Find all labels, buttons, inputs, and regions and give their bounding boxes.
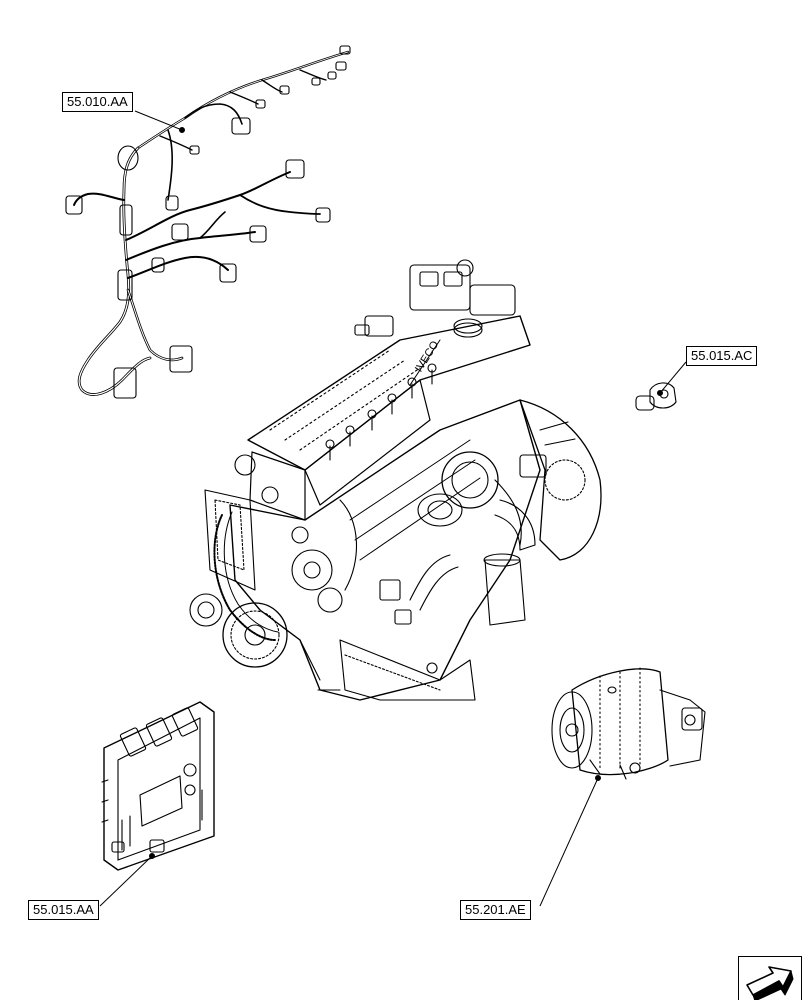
leader-line-ecu (99, 855, 153, 907)
callout-ecu[interactable]: 55.015.AA (28, 900, 99, 920)
svg-text:IVECO: IVECO (413, 339, 442, 375)
engine-assembly-drawing: IVECO (189, 259, 602, 701)
next-page-arrow-icon (746, 966, 794, 1000)
leader-dot-ecu (149, 853, 155, 859)
leader-dot-sensor (657, 390, 663, 396)
leader-line-harness (134, 110, 183, 131)
leader-dot-harness (179, 127, 185, 133)
callout-sensor[interactable]: 55.015.AC (686, 346, 758, 366)
starter-motor-drawing (551, 667, 706, 780)
wiring-harness-drawing (65, 45, 351, 399)
callout-starter[interactable]: 55.201.AE (460, 900, 531, 920)
callout-harness[interactable]: 55.010.AA (62, 92, 133, 112)
next-page-button[interactable] (738, 956, 802, 1000)
leader-line-sensor (659, 361, 687, 394)
ecu-drawing (101, 701, 215, 871)
leader-line-starter (539, 777, 599, 907)
leader-dot-starter (595, 775, 601, 781)
sensor-drawing (635, 382, 677, 411)
